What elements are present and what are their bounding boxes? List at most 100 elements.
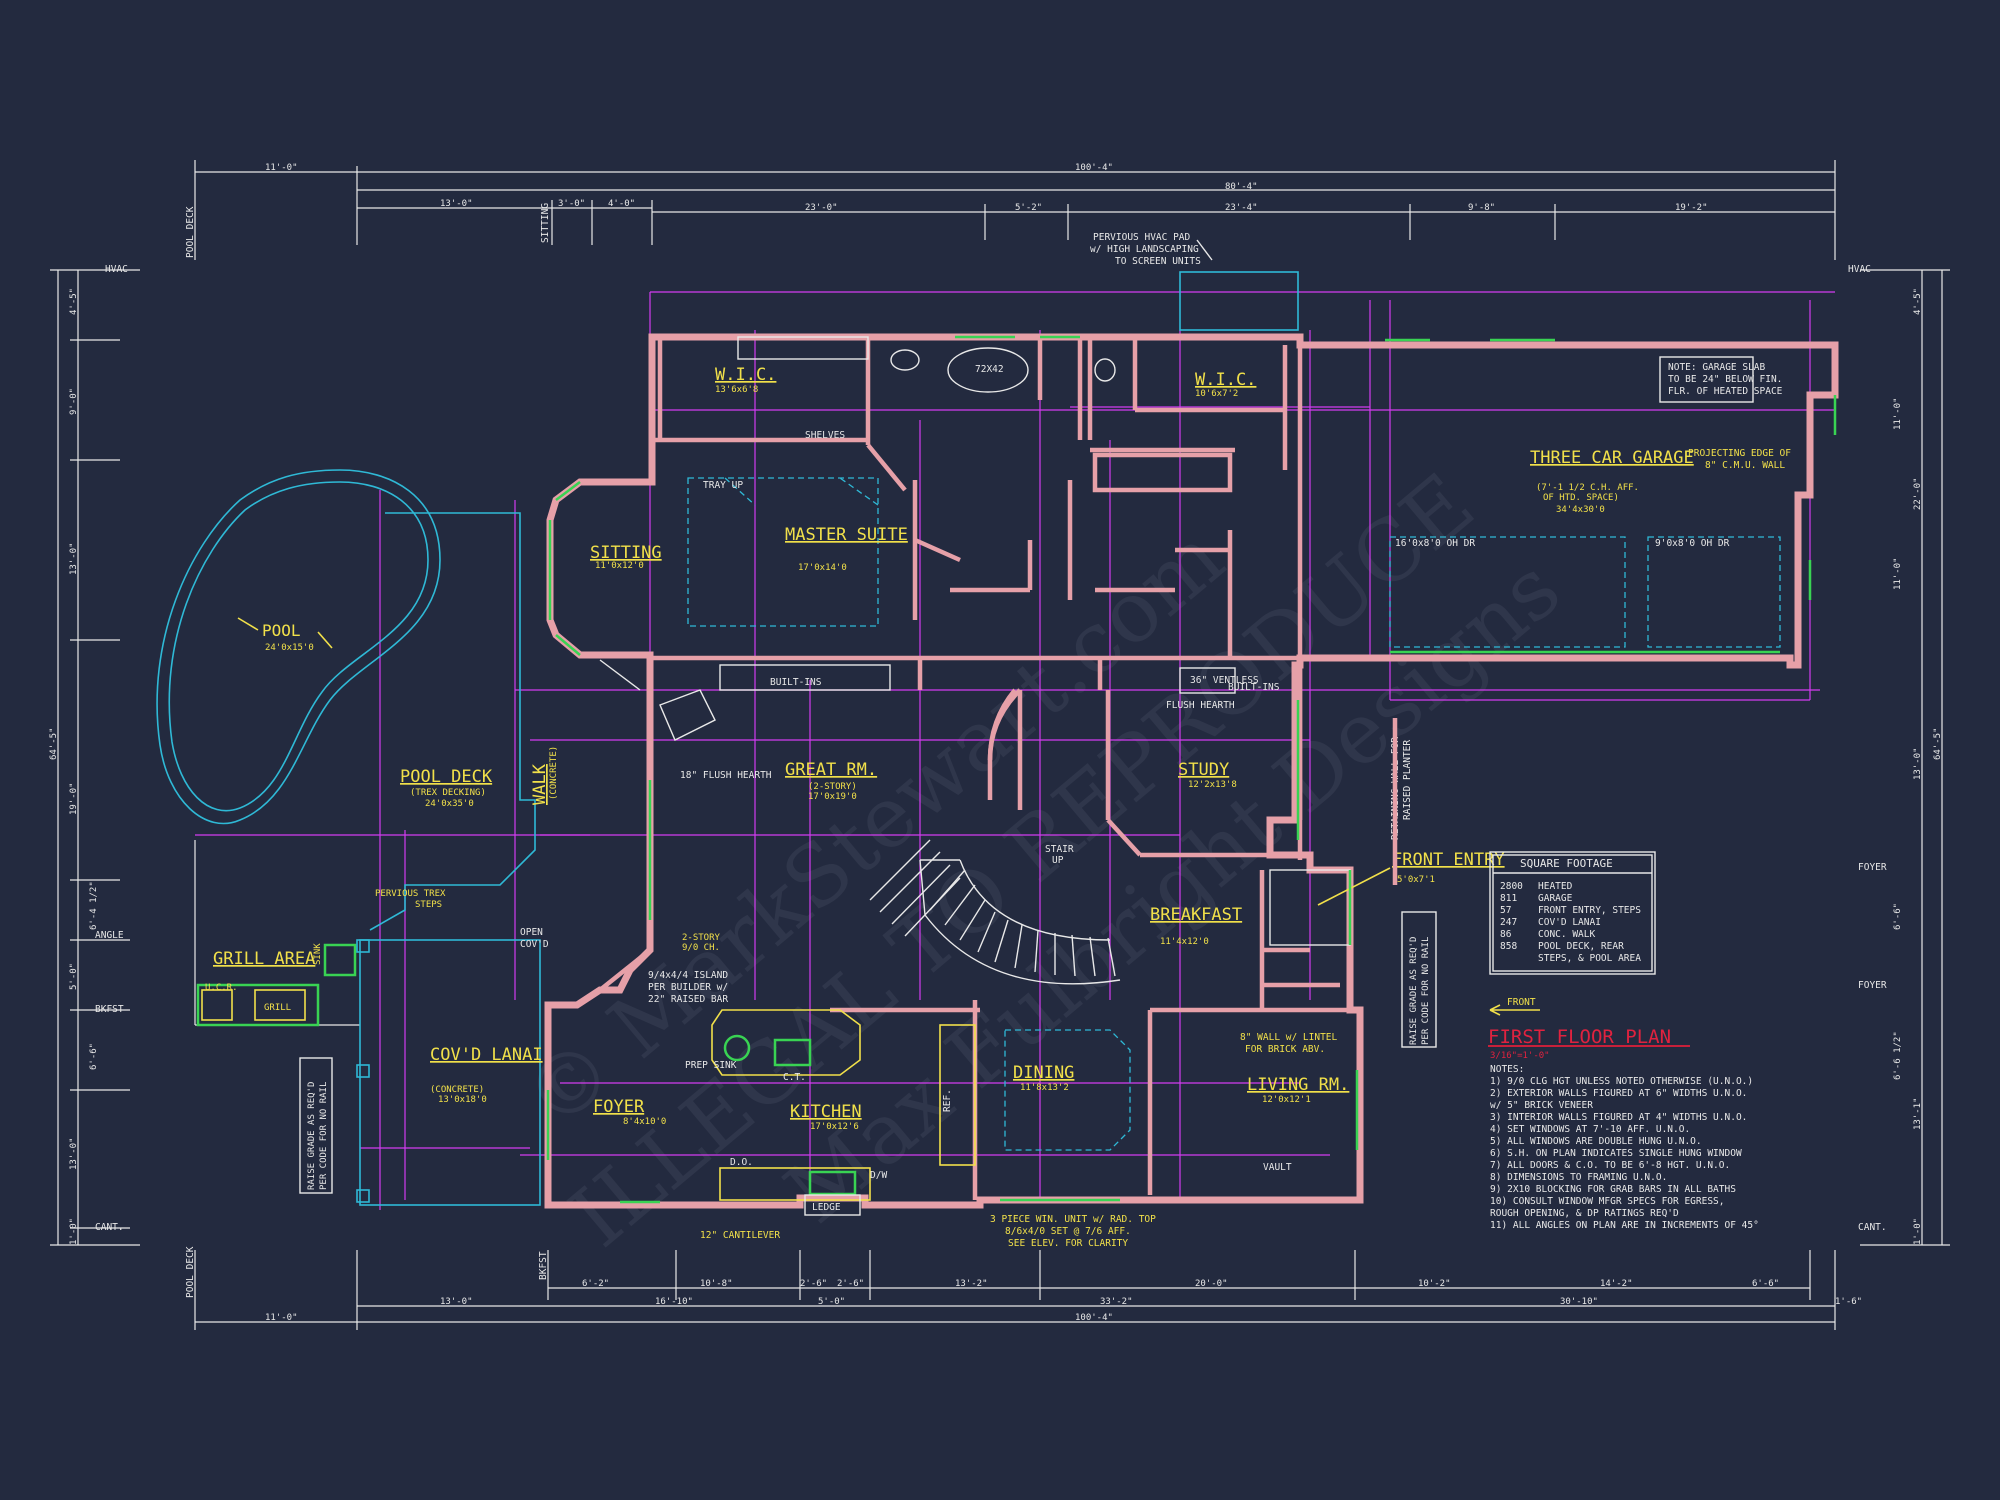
dining: DINING 11'8x13'2 3 PIECE WIN. UNIT w/ RA… xyxy=(990,1029,1156,1249)
svg-text:SINK: SINK xyxy=(313,943,323,965)
left-dimension-strings: 64'-5" 4'-5" 9'-0" 13'-0" 19'-0" 6'-4 1/… xyxy=(49,264,140,1246)
svg-text:STEPS, & POOL AREA: STEPS, & POOL AREA xyxy=(1538,953,1641,964)
svg-text:17'0x12'6: 17'0x12'6 xyxy=(810,1122,859,1132)
svg-text:POOL DECK: POOL DECK xyxy=(185,206,196,258)
svg-text:TO SCREEN UNITS: TO SCREEN UNITS xyxy=(1115,256,1201,267)
svg-text:PROJECTING EDGE OF: PROJECTING EDGE OF xyxy=(1688,448,1791,459)
study: STUDY 12'2x13'8 BUILT-INS FLUSH HEARTH 3… xyxy=(1166,667,1300,840)
svg-text:GARAGE: GARAGE xyxy=(1538,893,1573,904)
svg-text:3/16"=1'-0": 3/16"=1'-0" xyxy=(1490,1051,1550,1061)
svg-text:W.I.C.: W.I.C. xyxy=(1195,370,1256,390)
foyer: BREAKFAST 11'4x12'0 FRONT ENTRY 5'0x7'1 … xyxy=(1150,718,1505,1055)
svg-text:(TREX DECKING): (TREX DECKING) xyxy=(410,788,486,798)
svg-text:TO BE 24" BELOW FIN.: TO BE 24" BELOW FIN. xyxy=(1668,374,1782,385)
svg-text:SITTING: SITTING xyxy=(540,203,551,243)
svg-text:7) ALL DOORS & C.O. TO BE 6'-: 7) ALL DOORS & C.O. TO BE 6'-8 HGT. U.N.… xyxy=(1490,1160,1730,1171)
svg-text:TRAY UP: TRAY UP xyxy=(703,480,743,491)
svg-text:11'-0": 11'-0" xyxy=(1893,397,1903,430)
svg-text:COV'D LANAI: COV'D LANAI xyxy=(430,1045,543,1065)
svg-text:8" C.M.U. WALL: 8" C.M.U. WALL xyxy=(1705,460,1785,471)
svg-text:CANT.: CANT. xyxy=(1858,1222,1887,1233)
svg-text:3 PIECE WIN. UNIT w/ RAD. TOP: 3 PIECE WIN. UNIT w/ RAD. TOP xyxy=(990,1214,1156,1225)
svg-text:POOL DECK: POOL DECK xyxy=(400,767,493,787)
svg-text:GRILL: GRILL xyxy=(264,1003,291,1013)
top-dimension-strings: 11'-0" 100'-4" 80'-4" 13'-0" 3'-0" 4'-0"… xyxy=(185,160,1836,260)
svg-text:6'-2": 6'-2" xyxy=(582,1279,609,1289)
svg-text:9/4x4/4 ISLAND: 9/4x4/4 ISLAND xyxy=(648,970,728,981)
svg-text:SQUARE FOOTAGE: SQUARE FOOTAGE xyxy=(1520,857,1613,870)
svg-text:FLR. OF HEATED SPACE: FLR. OF HEATED SPACE xyxy=(1668,386,1783,397)
svg-text:100'-4": 100'-4" xyxy=(1075,163,1113,173)
svg-text:PERVIOUS HVAC PAD: PERVIOUS HVAC PAD xyxy=(1093,232,1191,243)
svg-text:REF.: REF. xyxy=(942,1089,953,1112)
svg-text:13'0x18'0: 13'0x18'0 xyxy=(438,1095,487,1105)
svg-text:86: 86 xyxy=(1500,929,1512,940)
svg-text:1'-0": 1'-0" xyxy=(1913,1218,1923,1245)
svg-text:(CONCRETE): (CONCRETE) xyxy=(549,746,559,800)
svg-text:BUILT-INS: BUILT-INS xyxy=(770,677,822,688)
svg-text:STEPS: STEPS xyxy=(415,900,442,910)
svg-text:W.I.C.: W.I.C. xyxy=(715,365,776,385)
svg-text:13'-0": 13'-0" xyxy=(1913,747,1923,780)
svg-text:5) ALL WINDOWS ARE DOUBLE HUN: 5) ALL WINDOWS ARE DOUBLE HUNG U.N.O. xyxy=(1490,1136,1702,1147)
svg-text:FLUSH HEARTH: FLUSH HEARTH xyxy=(1166,700,1235,711)
svg-text:THREE CAR GARAGE: THREE CAR GARAGE xyxy=(1530,448,1694,468)
exterior-walls xyxy=(544,333,1839,1209)
svg-text:80'-4": 80'-4" xyxy=(1225,182,1258,192)
svg-text:5'-0": 5'-0" xyxy=(69,963,79,990)
svg-text:13'-0": 13'-0" xyxy=(69,542,79,575)
svg-text:8) DIMENSIONS TO FRAMING U.N.: 8) DIMENSIONS TO FRAMING U.N.O. xyxy=(1490,1172,1667,1183)
svg-text:WALK: WALK xyxy=(530,763,550,805)
covered-lanai: COV'D LANAI (CONCRETE) 13'0x18'0 RAISE G… xyxy=(299,939,543,1206)
svg-text:64'-5": 64'-5" xyxy=(1933,727,1943,760)
svg-text:12" CANTILEVER: 12" CANTILEVER xyxy=(700,1230,780,1241)
svg-text:FRONT: FRONT xyxy=(1507,997,1536,1008)
svg-text:4'-5": 4'-5" xyxy=(1913,288,1923,315)
svg-text:57: 57 xyxy=(1500,905,1511,916)
svg-text:36" VENTLESS: 36" VENTLESS xyxy=(1190,675,1259,686)
svg-text:13'-0": 13'-0" xyxy=(440,199,473,209)
svg-text:U.C.R.: U.C.R. xyxy=(205,983,238,993)
svg-text:11'-0": 11'-0" xyxy=(265,163,298,173)
svg-text:4'-5": 4'-5" xyxy=(69,288,79,315)
svg-text:FOYER: FOYER xyxy=(1858,862,1887,873)
bottom-dimension-strings: 11'-0" 100'-4" 13'-0" 16'-10" 5'-0" 33'-… xyxy=(185,1246,1862,1330)
svg-text:FRONT ENTRY, STEPS: FRONT ENTRY, STEPS xyxy=(1538,905,1641,916)
hvac-pad-callout: PERVIOUS HVAC PAD w/ HIGH LANDSCAPING TO… xyxy=(1090,232,1299,331)
svg-text:STUDY: STUDY xyxy=(1178,760,1229,780)
svg-text:(2-STORY): (2-STORY) xyxy=(808,782,857,792)
svg-text:2-STORY: 2-STORY xyxy=(682,933,721,943)
svg-text:6'-4 1/2": 6'-4 1/2" xyxy=(89,881,99,930)
svg-text:COV'D LANAI: COV'D LANAI xyxy=(1538,917,1601,928)
svg-text:1'-0": 1'-0" xyxy=(69,1218,79,1245)
svg-text:23'-0": 23'-0" xyxy=(805,203,838,213)
pool: POOL 24'0x15'0 xyxy=(156,469,441,825)
svg-text:BUILT-INS: BUILT-INS xyxy=(1228,682,1280,693)
svg-text:GRILL AREA: GRILL AREA xyxy=(213,949,315,969)
svg-text:5'-2": 5'-2" xyxy=(1015,203,1042,213)
living-room: LIVING RM. 12'0x12'1 VAULT xyxy=(1247,1070,1359,1173)
svg-text:PER BUILDER w/: PER BUILDER w/ xyxy=(648,982,728,993)
svg-text:NOTES:: NOTES: xyxy=(1490,1064,1524,1075)
svg-text:w/ HIGH LANDSCAPING: w/ HIGH LANDSCAPING xyxy=(1090,244,1199,255)
svg-text:858: 858 xyxy=(1500,941,1517,952)
svg-text:8" WALL w/ LINTEL: 8" WALL w/ LINTEL xyxy=(1240,1032,1338,1043)
svg-text:10'6x7'2: 10'6x7'2 xyxy=(1195,389,1238,399)
svg-text:72X42: 72X42 xyxy=(975,364,1004,375)
svg-text:10'-2": 10'-2" xyxy=(1418,1279,1451,1289)
svg-text:13'-2": 13'-2" xyxy=(955,1279,988,1289)
svg-text:18" FLUSH HEARTH: 18" FLUSH HEARTH xyxy=(680,770,772,781)
kitchen-breakfast: BREAKFAST BREAKFAST BREAKFAST KITCHEN FO… xyxy=(546,970,976,1241)
svg-text:24'0x15'0: 24'0x15'0 xyxy=(265,643,314,653)
svg-text:w/ 5" BRICK VENEER: w/ 5" BRICK VENEER xyxy=(1490,1100,1593,1111)
svg-text:11'0x12'0: 11'0x12'0 xyxy=(595,561,644,571)
svg-text:12'2x13'8: 12'2x13'8 xyxy=(1188,780,1237,790)
svg-text:COV'D: COV'D xyxy=(520,939,549,950)
svg-text:DINING: DINING xyxy=(1013,1063,1074,1083)
svg-text:CONC. WALK: CONC. WALK xyxy=(1538,929,1595,940)
svg-text:CANT.: CANT. xyxy=(95,1222,124,1233)
svg-text:6'-6": 6'-6" xyxy=(1893,903,1903,930)
svg-text:HEATED: HEATED xyxy=(1538,881,1573,892)
svg-text:34'4x30'0: 34'4x30'0 xyxy=(1556,505,1605,515)
